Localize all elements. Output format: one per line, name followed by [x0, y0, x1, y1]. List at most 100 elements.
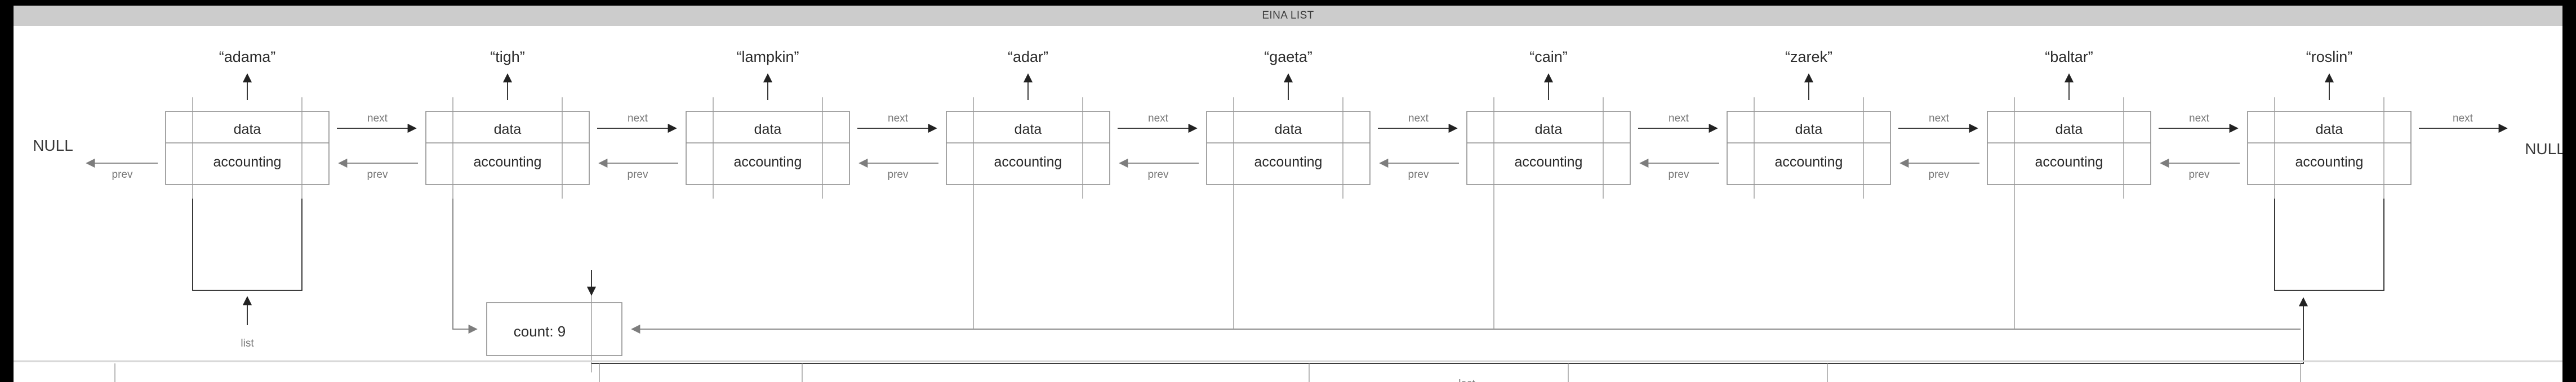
list-node: data accounting	[425, 97, 590, 199]
node-data-label: data	[494, 122, 522, 137]
null-right-label: NULL	[2525, 140, 2562, 158]
prev-label: prev	[1669, 169, 1689, 181]
node-box	[1206, 111, 1371, 185]
prev-label: prev	[888, 169, 909, 181]
prev-label: prev	[1408, 169, 1429, 181]
node-accounting-label: accounting	[2035, 154, 2103, 170]
node-link-pair: next prev	[1378, 113, 1459, 181]
node-box	[425, 111, 590, 185]
node-key-label: “baltar”	[2045, 48, 2093, 65]
node-data-label: data	[1015, 122, 1042, 137]
node-key-label: “lampkin”	[736, 48, 799, 65]
node-box	[1987, 111, 2151, 185]
next-label: next	[1148, 113, 1169, 124]
list-node: data accounting	[1466, 97, 1631, 199]
node-data-label: data	[1275, 122, 1302, 137]
node-key-annotation: “adar”	[1008, 48, 1048, 100]
prev-label: prev	[2189, 169, 2210, 181]
last-label: last	[1458, 378, 1475, 382]
node-accounting-label: accounting	[213, 154, 282, 170]
list-to-count-line	[452, 199, 478, 334]
nodes-layer: data accounting “adama” data accounting “tigh…	[165, 48, 2412, 199]
node-link-pair: next prev	[597, 113, 678, 181]
prev-label: prev	[1148, 169, 1169, 181]
node-key-annotation: “zarek”	[1785, 48, 1832, 100]
node-data-label: data	[1535, 122, 1563, 137]
count-label: count: 9	[514, 323, 566, 340]
node-data-label: data	[1795, 122, 1823, 137]
node-accounting-label: accounting	[2295, 154, 2364, 170]
head-null-group: prev NULL	[33, 137, 158, 181]
node-accounting-label: accounting	[1254, 154, 1323, 170]
node-data-label: data	[2056, 122, 2083, 137]
node-box	[946, 111, 1110, 185]
node-key-label: “adama”	[219, 48, 276, 65]
node-key-annotation: “tigh”	[490, 48, 525, 100]
node-box	[1727, 111, 1891, 185]
node-data-label: data	[2316, 122, 2343, 137]
node-accounting-label: accounting	[474, 154, 542, 170]
node-key-label: “adar”	[1008, 48, 1048, 65]
next-label: next	[1669, 113, 1689, 124]
node-link-pair: next prev	[1118, 113, 1199, 181]
linked-list-svg: data accounting “adama” data accounting “tigh…	[14, 48, 2562, 382]
list-node: data accounting	[1206, 97, 1371, 199]
next-label: next	[888, 113, 909, 124]
node-link-pair: next prev	[1638, 113, 1719, 181]
node-key-annotation: “gaeta”	[1264, 48, 1313, 100]
window-title-bar: EINA LIST	[14, 6, 2562, 26]
node-accounting-label: accounting	[1515, 154, 1583, 170]
node-key-label: “tigh”	[490, 48, 525, 65]
node-key-annotation: “adama”	[219, 48, 276, 100]
next-label: next	[1929, 113, 1950, 124]
node-box	[686, 111, 850, 185]
node-box	[165, 111, 330, 185]
null-left-label: NULL	[33, 137, 73, 154]
node-link-pair: next prev	[857, 113, 938, 181]
next-label: next	[367, 113, 388, 124]
node-key-annotation: “lampkin”	[736, 48, 799, 100]
prev-label: prev	[367, 169, 388, 181]
count-box	[486, 302, 622, 356]
node-link-pair: next prev	[337, 113, 418, 181]
next-label: next	[1408, 113, 1429, 124]
next-label: next	[628, 113, 648, 124]
node-key-annotation: “cain”	[1529, 48, 1568, 100]
list-node: data accounting	[1727, 97, 1891, 199]
count-return-group	[631, 199, 2301, 334]
list-node: data accounting	[686, 97, 850, 199]
node-link-pair: next prev	[1898, 113, 1979, 181]
node-accounting-label: accounting	[994, 154, 1062, 170]
node-accounting-label: accounting	[734, 154, 802, 170]
list-bracket	[192, 199, 302, 291]
pointer-layer: count: 9 list last	[192, 199, 2384, 382]
prev-label: prev	[112, 169, 133, 181]
node-key-label: “gaeta”	[1264, 48, 1313, 65]
node-key-label: “cain”	[1529, 48, 1568, 65]
list-node: data accounting	[946, 97, 1110, 199]
prev-label: prev	[1929, 169, 1950, 181]
node-box	[1466, 111, 1631, 185]
next-label: next	[2189, 113, 2210, 124]
node-link-pair: next prev	[2159, 113, 2240, 181]
node-box	[2247, 111, 2412, 185]
last-line	[591, 297, 2308, 364]
diagram-canvas: data accounting “adama” data accounting “tigh…	[14, 26, 2562, 382]
list-label: list	[241, 338, 254, 349]
edges-layer: next prev next prev next prev next prev next prev…	[33, 113, 2562, 181]
node-accounting-label: accounting	[1775, 154, 1843, 170]
node-key-label: “roslin”	[2306, 48, 2353, 65]
next-label: next	[2453, 113, 2473, 124]
list-pointer-group: list	[192, 199, 478, 349]
prev-label: prev	[628, 169, 648, 181]
node-key-annotation: “baltar”	[2045, 48, 2093, 100]
node-data-label: data	[754, 122, 782, 137]
list-node: data accounting	[2247, 97, 2412, 199]
last-bracket	[2274, 199, 2384, 291]
node-key-label: “zarek”	[1785, 48, 1832, 65]
count-box-group: count: 9	[486, 270, 622, 372]
